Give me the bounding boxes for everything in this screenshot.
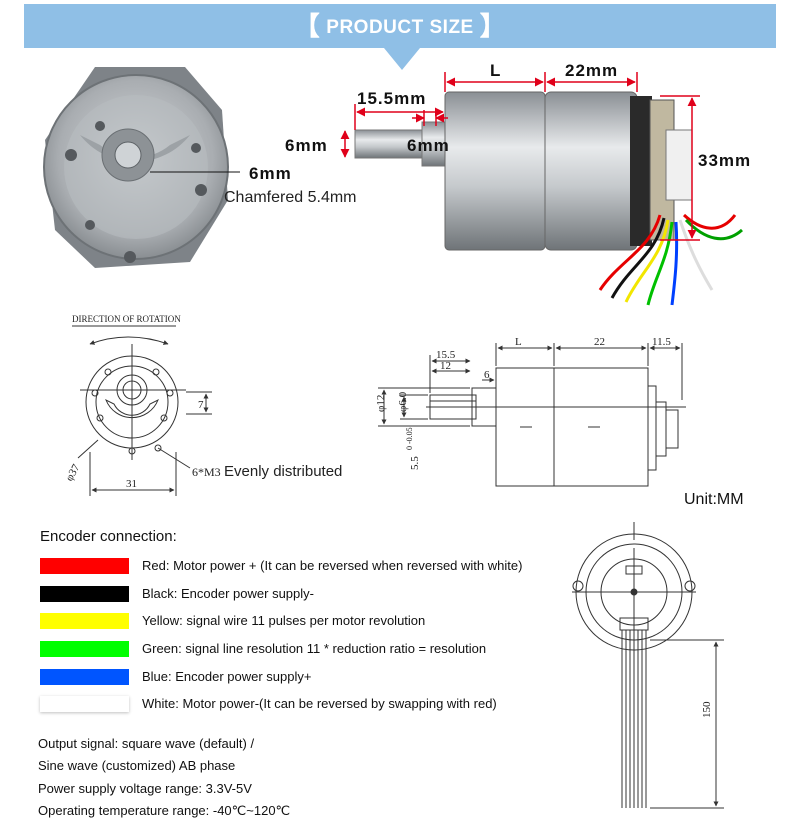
length-label: L (490, 61, 501, 80)
header-banner: 【PRODUCT SIZE】 (24, 4, 776, 48)
spec-temperature: Operating temperature range: -40℃~120℃ (38, 803, 291, 818)
dim-tolerance-label: 0 -0.05 (405, 427, 414, 450)
wire-swatch-black (40, 586, 129, 602)
wire-label-blue: Blue: Encoder power supply+ (142, 669, 312, 684)
hole-note-label: 6*M3 (192, 465, 221, 479)
gearbox-front-photo (43, 67, 229, 268)
motor-side-photo (354, 91, 743, 306)
gearbox-length-label: 22mm (565, 61, 618, 80)
dim-22-label: 22 (594, 336, 605, 348)
direction-label: DIRECTION OF ROTATION (72, 314, 181, 324)
spec-voltage: Power supply voltage range: 3.3V-5V (38, 781, 252, 796)
wire-swatch-red (40, 558, 129, 574)
shaft-diameter-left-label: 6mm (285, 136, 328, 155)
dim-12-label: 12 (440, 360, 451, 372)
wire-swatch-white (40, 696, 129, 712)
dim-37-label: φ37 (63, 462, 82, 483)
header-title: 【PRODUCT SIZE】 (24, 4, 776, 48)
dim-phi12-label: φ12 (375, 395, 387, 412)
dim-7-label: 7 (198, 399, 204, 411)
unit-label: Unit:MM (684, 491, 744, 508)
wire-swatch-yellow (40, 613, 129, 629)
encoder-title: Encoder connection: (40, 528, 177, 545)
cable-length-label: 150 (701, 701, 713, 718)
bracket-right: 】 (479, 11, 507, 41)
front-shaft-label: 6mm (249, 164, 292, 183)
wire-label-yellow: Yellow: signal wire 11 pulses per motor … (142, 613, 426, 628)
spec-sine-wave: Sine wave (customized) AB phase (38, 758, 236, 773)
dim-L-label: L (515, 336, 522, 348)
chamfer-label: Chamfered 5.4mm (224, 189, 357, 206)
height-label: 33mm (698, 151, 751, 170)
side-view-drawing (378, 343, 686, 487)
dim-15-5-label: 15.5 (436, 349, 456, 361)
hole-note-suffix: Evenly distributed (224, 463, 342, 480)
photo-dimensions (340, 72, 700, 241)
dim-11-5-label: 11.5 (652, 336, 671, 348)
shaft-length-label: 15.5mm (357, 89, 426, 108)
dim-phi6-label: φ6.0 (397, 391, 409, 412)
banner-pointer (384, 48, 420, 70)
dim-31-label: 31 (126, 478, 137, 490)
dim-6-label: 6 (484, 369, 490, 381)
shaft-diameter-right-label: 6mm (407, 136, 450, 155)
wire-label-black: Black: Encoder power supply- (142, 586, 314, 601)
dim-5-5-label: 5.5 (409, 456, 421, 470)
wire-label-white: White: Motor power-(It can be reversed b… (142, 696, 497, 711)
wire-swatch-blue (40, 669, 129, 685)
header-title-text: PRODUCT SIZE (326, 17, 474, 38)
wire-swatch-green (40, 641, 129, 657)
wire-label-red: Red: Motor power + (It can be reversed w… (142, 558, 523, 573)
front-view-drawing (72, 325, 212, 496)
spec-output-signal: Output signal: square wave (default) / (38, 736, 255, 751)
wire-label-green: Green: signal line resolution 11 * reduc… (142, 641, 487, 656)
encoder-drawing (572, 522, 724, 809)
bracket-left: 【 (293, 11, 321, 41)
